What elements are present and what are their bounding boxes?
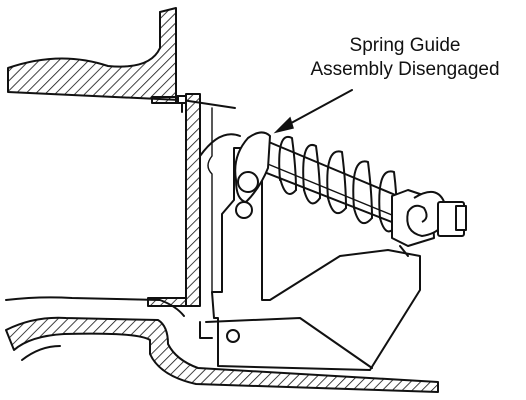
rod-left-end-fitting: [199, 131, 271, 219]
coil-spring: [278, 135, 398, 233]
lower-duct-wall: [5, 296, 439, 393]
support-edge-line: [207, 107, 213, 293]
upper-duct-wall: [7, 7, 181, 101]
callout-label-line-1: Spring Guide: [349, 35, 461, 56]
door-plate: [147, 93, 201, 307]
callout-arrow: [273, 89, 353, 134]
callout-label: Spring Guide Assembly Disengaged: [284, 34, 526, 82]
rod-right-end-hook: [391, 189, 467, 257]
callout-label-line-2: Assembly Disengaged: [310, 59, 500, 80]
support-bracket: [199, 147, 421, 371]
